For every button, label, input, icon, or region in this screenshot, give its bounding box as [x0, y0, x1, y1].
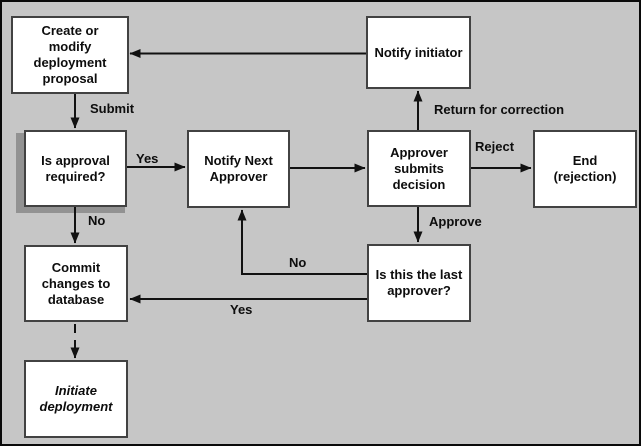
- edge-label-approve: Approve: [429, 214, 482, 229]
- edge-label-submit: Submit: [90, 101, 135, 116]
- node-notify-next-approver: Notify Next Approver: [187, 130, 290, 208]
- edge-label-return-for-correction: Return for correction: [434, 102, 565, 117]
- node-approval-required: Is approval required?: [24, 130, 127, 207]
- node-end-rejection: End (rejection): [533, 130, 637, 208]
- edge-last-no: [237, 209, 367, 275]
- edge-label-last-yes: Yes: [230, 302, 253, 317]
- node-create-proposal: Create or modify deployment proposal: [11, 16, 129, 94]
- node-approver-submits-decision: Approver submits decision: [367, 130, 471, 207]
- edge-label-approval-no: No: [88, 213, 106, 228]
- edge-label-last-no: No: [289, 255, 307, 270]
- node-commit-changes: Commit changes to database: [24, 245, 128, 322]
- node-notify-initiator: Notify initiator: [366, 16, 471, 89]
- node-initiate-deployment: Initiate deployment: [24, 360, 128, 438]
- node-is-last-approver: Is this the last approver?: [367, 244, 471, 322]
- edge-label-reject: Reject: [475, 139, 515, 154]
- edge-label-approval-yes: Yes: [136, 151, 159, 166]
